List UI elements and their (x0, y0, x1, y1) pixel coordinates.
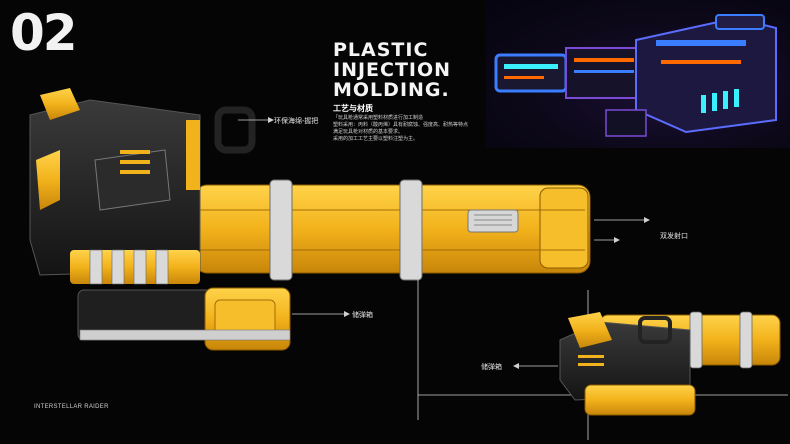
neon-variant-image (486, 0, 790, 148)
title-line: INJECTION (333, 59, 452, 81)
description-line: 「玩具枪通常采用塑料材质进行加工制造 (333, 115, 424, 121)
description: 「玩具枪通常采用塑料材质进行加工制造 塑料采用：丙料（酸丙烯）具有耐腐蚀、强度高… (333, 115, 483, 143)
page-number: 02 (10, 4, 78, 62)
brand-name: INTERSTELLAR RAIDER (34, 404, 109, 410)
title-line: PLASTIC (333, 39, 429, 61)
page-title: PLASTIC INJECTION MOLDING. (333, 40, 451, 100)
description-line: 塑料采用：丙料（酸丙烯）具有耐腐蚀、强度高、耐热等特点 (333, 122, 469, 128)
description-line: 采用的加工工艺主要以塑料注塑为主。 (333, 136, 419, 142)
small-render-image (559, 311, 781, 416)
title-line: MOLDING. (333, 79, 450, 101)
callout-magazine: 储弹箱 (352, 312, 373, 319)
callout-muzzle: 双发射口 (660, 233, 688, 240)
callout-magazine-small: 储弹箱 (481, 364, 502, 371)
callout-grip: 环保海绵-握把 (274, 118, 319, 125)
section-subtitle: 工艺与材质 (333, 104, 373, 113)
description-line: 满足玩具枪对材质的基本要求。 (333, 129, 404, 135)
